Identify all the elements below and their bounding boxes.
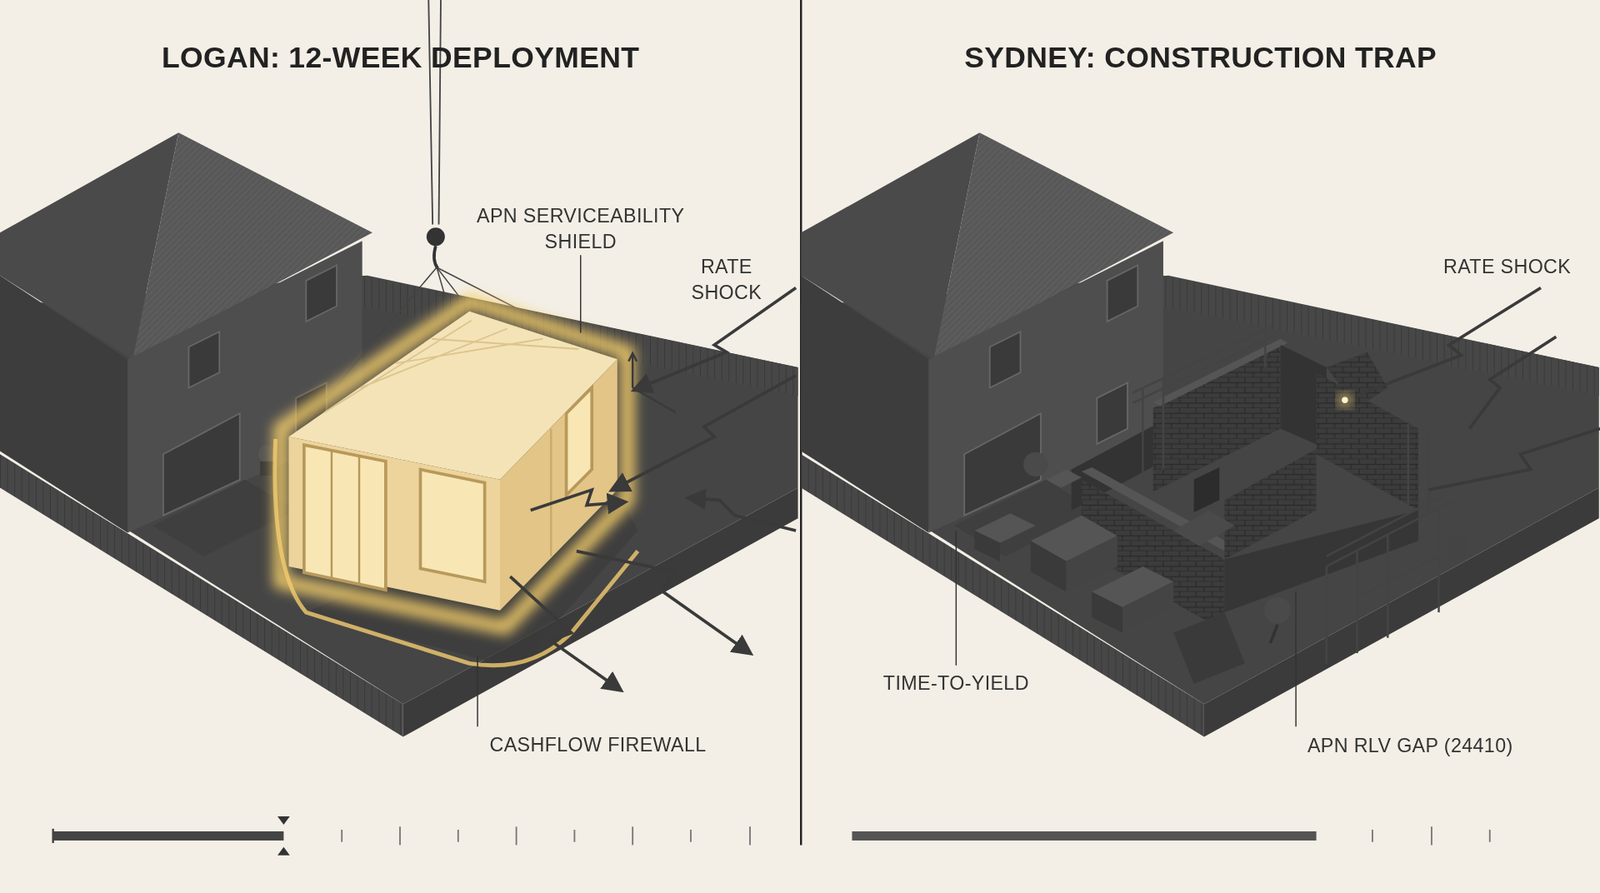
art-line	[1132, 325, 1275, 394]
art-line	[1295, 592, 1296, 728]
art-g	[1372, 826, 1490, 845]
art-polyline	[1469, 336, 1556, 429]
callout-label: APN RLV GAP (24410)	[1307, 733, 1514, 760]
art-line	[1141, 388, 1144, 480]
art-line	[1489, 830, 1491, 843]
art-polygon	[304, 445, 386, 590]
rate-shock-bolts	[510, 287, 796, 690]
art-polyline	[612, 375, 796, 490]
art-path	[434, 245, 438, 269]
art-polygon	[1173, 510, 1235, 547]
art-polyline	[576, 551, 750, 655]
art-line	[1357, 556, 1440, 598]
art-line	[1386, 535, 1389, 639]
art-line	[428, 0, 433, 225]
modular-unit	[289, 311, 618, 611]
art-polygon	[1173, 612, 1245, 685]
callout-label: CASHFLOW FIREWALL	[490, 731, 707, 758]
callout-label: RATE SHOCK	[1443, 254, 1571, 280]
art-polygon	[1045, 470, 1082, 489]
art-rect	[260, 461, 275, 476]
callout-label: APN SERVICEABILITY SHIELD	[468, 203, 693, 255]
art-line	[1430, 826, 1433, 845]
art-polygon	[1030, 540, 1067, 592]
art-polygon	[1122, 581, 1174, 633]
callout-label: TIME-TO-YIELD	[883, 670, 1030, 697]
art-polygon	[1224, 510, 1419, 614]
art-polygon	[289, 436, 500, 610]
art-line	[1264, 328, 1266, 368]
art-line	[1326, 500, 1455, 567]
art-line	[1437, 510, 1440, 614]
house-lot	[0, 132, 799, 737]
art-line	[631, 826, 634, 845]
art-line	[1132, 335, 1275, 404]
art-line	[1407, 423, 1410, 510]
art-line	[330, 451, 333, 579]
art-rect	[1449, 535, 1466, 559]
art-line	[476, 655, 478, 728]
art-polyline	[510, 576, 620, 690]
art-line	[631, 355, 634, 388]
art-polyline	[1345, 287, 1541, 400]
art-polygon	[277, 847, 290, 856]
crane-hook	[426, 227, 445, 246]
art-polygon	[1326, 352, 1388, 409]
art-line	[749, 826, 751, 845]
art-line	[1326, 490, 1455, 557]
art-polygon	[1091, 592, 1123, 634]
art-line	[358, 456, 360, 585]
art-circle	[1023, 452, 1048, 477]
art-polyline	[1428, 429, 1600, 491]
art-line	[457, 830, 460, 843]
art-line	[1355, 551, 1358, 655]
art-line	[1270, 625, 1278, 644]
art-line	[53, 831, 285, 841]
art-polygon	[277, 816, 290, 825]
art-g	[628, 353, 675, 413]
art-polygon	[420, 470, 485, 583]
art-polyline	[530, 490, 625, 511]
panel-heading: LOGAN: 12-WEEK DEPLOYMENT	[0, 40, 801, 75]
art-line	[439, 0, 441, 225]
shield-glow	[280, 300, 628, 628]
art-line	[1162, 377, 1165, 470]
art-polygon	[1194, 467, 1220, 513]
art-line	[1371, 830, 1374, 843]
art-circle	[1339, 394, 1352, 407]
art-line	[1325, 566, 1328, 664]
art-line	[515, 826, 518, 845]
art-line	[851, 831, 1316, 841]
art-circle	[1341, 397, 1348, 404]
house-lot	[800, 132, 1600, 737]
art-line	[550, 429, 552, 557]
callout-label: RATE SHOCK	[675, 254, 778, 305]
panel: SYDNEY: CONSTRUCTION TRAP	[800, 0, 1600, 893]
construction-site	[974, 325, 1465, 685]
art-polyline	[689, 498, 797, 531]
art-circle	[1264, 597, 1291, 625]
art-line	[632, 388, 675, 413]
art-polygon	[500, 359, 618, 610]
art-line	[690, 830, 692, 843]
art-polyline	[628, 353, 637, 362]
rate-shock-bolts	[1345, 287, 1600, 490]
panel: LOGAN: 12-WEEK DEPLOYMENT	[0, 0, 801, 893]
art-path	[324, 320, 579, 413]
art-polygon	[974, 530, 1000, 562]
art-line	[399, 826, 401, 845]
art-line	[340, 830, 343, 843]
art-line	[580, 255, 581, 333]
art-line	[955, 530, 957, 666]
art-line	[51, 829, 54, 844]
art-polygon	[566, 388, 593, 496]
art-line	[573, 830, 575, 843]
timeline	[53, 816, 1490, 856]
panel-heading: SYDNEY: CONSTRUCTION TRAP	[800, 40, 1600, 75]
art-g	[341, 826, 750, 845]
art-line	[1427, 429, 1430, 516]
